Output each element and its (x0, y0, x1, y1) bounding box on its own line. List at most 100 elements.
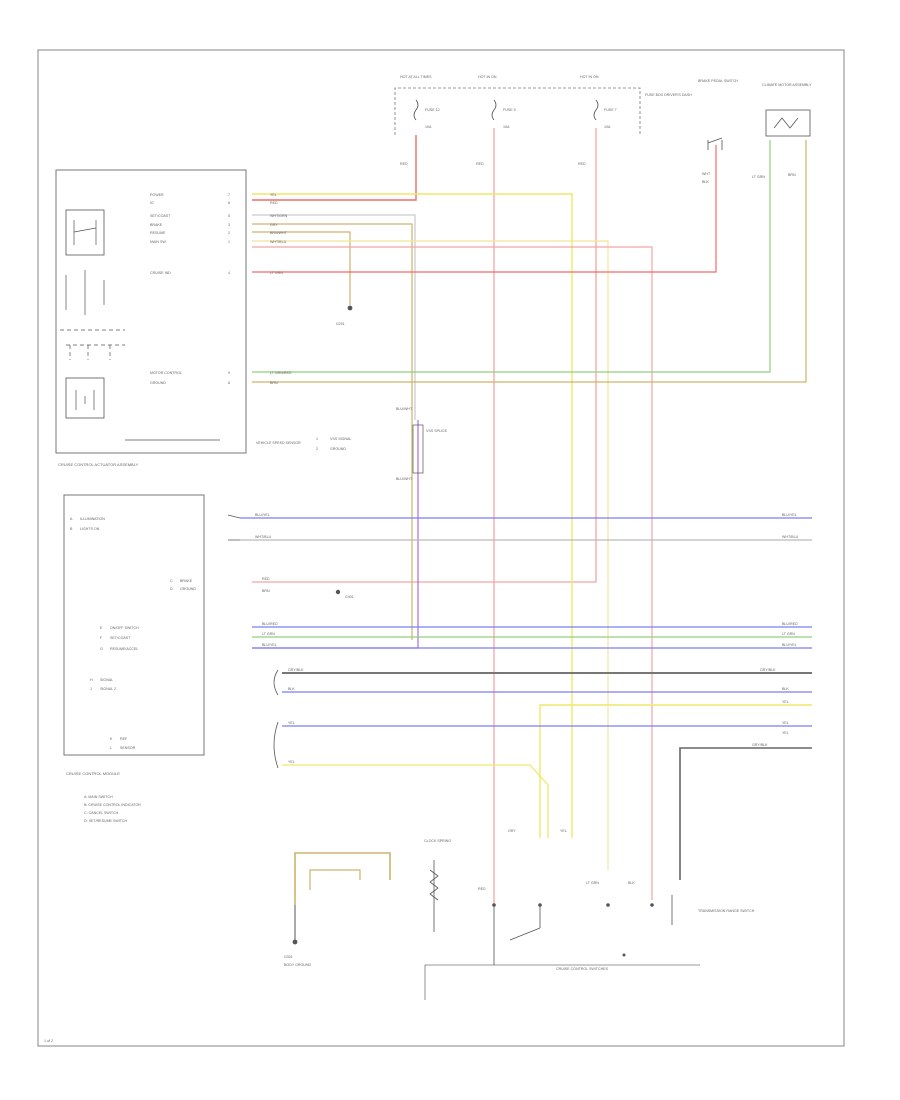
brake-pedal-switch: BRAKE PEDAL SWITCH WHT BLK (698, 79, 738, 184)
climate-motor: CLIMATE MOTOR ASSEMBLY LT GRN BRN (752, 83, 812, 179)
m2-pin-label-b: LIGHTS ON (80, 527, 100, 531)
m2-pin-b: B (70, 527, 73, 531)
module-2-pin-letters: A B C D E F G H J K L (70, 517, 173, 750)
m2-legend-2: B: CRUISE CONTROL INDICATOR (84, 803, 141, 807)
fuse-2-wire: RED (476, 162, 484, 166)
splice-connector (412, 424, 424, 474)
bottom-section: G301 BODY GROUND CLOCK SPRING CRUISE CON… (284, 829, 755, 1000)
terminal-3 (606, 903, 610, 907)
ground-g301-note: BODY GROUND (284, 963, 311, 967)
right-label-2: WHT/BLU (782, 535, 799, 539)
m2-pin-c: C (170, 579, 173, 583)
m2-pin-label-l: SENSOR (120, 746, 136, 750)
trs-label: TRANSMISSION RANGE SWITCH (698, 909, 755, 913)
m2-wire-c: RED (262, 577, 270, 581)
fuse-3-symbol (593, 99, 599, 121)
m2-wire-b: WHT/BLU (255, 535, 272, 539)
diagram-frame (37, 49, 845, 1047)
m1-wire-yel: YEL (270, 193, 277, 197)
ground-g301-label: G301 (284, 955, 293, 959)
fuse-2: HOT IN ON FUSE 5 10A RED (476, 75, 516, 166)
fuse-3: HOT IN ON FUSE 7 10A RED (578, 75, 617, 166)
wire-violet (252, 420, 419, 649)
m2-wire-h: GRY/BLK (288, 668, 304, 672)
fuse-2-hot-label: HOT IN ON (478, 75, 497, 79)
splice-side-text: VEHICLE SPEED SENSOR (256, 441, 301, 445)
module-1-wire-labels: YEL RED WHT/GRN GRY BRN/WHT WHT/BLU LT G… (270, 193, 292, 385)
m2-legend-1: A: MAIN SWITCH (84, 795, 113, 799)
ground-g201: G201 (336, 305, 353, 326)
fuse-1-hot-label: HOT AT ALL TIMES (400, 75, 432, 79)
module-1-relay-3 (60, 329, 125, 360)
wire-ground-bracket (294, 852, 391, 905)
m1-pin-label-resume: RESUME (150, 231, 166, 235)
splice-label: VSS SPLICE (426, 429, 448, 433)
m1-pin-6: 6 (228, 201, 230, 205)
m2-pin-label-e: ON/OFF SWITCH (110, 626, 139, 630)
module-1-pin-numbers: 7 6 5 3 2 1 4 9 8 (228, 193, 230, 385)
clock-spring-label: CLOCK SPRING (424, 839, 451, 843)
module-2-pin-labels: ILLUMINATION LIGHTS ON BRAKE GROUND ON/O… (80, 517, 196, 750)
wire-green-motor (252, 140, 771, 373)
module-2-box (63, 494, 205, 756)
switch-block-outline (424, 964, 700, 1000)
right-label-5: BLU/YEL (782, 643, 797, 647)
page-number: 1 of 2 (44, 1039, 53, 1043)
bottom-wire-3: RED (478, 887, 486, 891)
m1-pin-label-ig: IG (150, 201, 154, 205)
terminal-4 (650, 903, 654, 907)
splice-pin-1-label: VSS SIGNAL (330, 437, 351, 441)
m2-pin-label-a: ILLUMINATION (80, 517, 105, 521)
module-2-legend: A: MAIN SWITCH B: CRUISE CONTROL INDICAT… (84, 795, 141, 823)
m2-legend-4: D: SET/RESUME SWITCH (84, 819, 128, 823)
m1-pin-label-power: POWER (150, 193, 164, 197)
m2-pin-label-c: BRAKE (180, 579, 193, 583)
bottom-wire-2: YEL (560, 829, 567, 833)
clock-spring-symbol (429, 860, 439, 932)
switch-contact (509, 905, 541, 941)
fuse-3-hot-label: HOT IN ON (580, 75, 599, 79)
fuse-box-outline (394, 87, 641, 135)
fuse-2-symbol (491, 99, 497, 121)
terminal-5 (622, 953, 626, 957)
ground-g201-dot (347, 305, 353, 311)
fuse-1: HOT AT ALL TIMES FUSE 12 10A RED (400, 75, 440, 166)
m1-wire-wht-grn: WHT/GRN (270, 214, 288, 218)
wire-yellow-left-loop (282, 764, 549, 838)
right-label-4: LT GRN (782, 632, 795, 636)
fuse-1-wire: RED (400, 162, 408, 166)
climate-motor-label: CLIMATE MOTOR ASSEMBLY (762, 83, 812, 87)
right-label-8: YEL (782, 700, 789, 704)
module-2-name: CRUISE CONTROL MODULE (66, 771, 120, 776)
module-1-pin-labels: POWER IG SET/COAST BRAKE RESUME MAIN SW … (150, 193, 182, 385)
m2-pin-label-f: SET/COAST (110, 636, 131, 640)
module-1-relay-1-coil (73, 220, 97, 245)
m2-pin-l: L (110, 746, 112, 750)
fuse-2-amps: 10A (503, 125, 510, 129)
wire-red-fuse1 (252, 135, 417, 201)
fuse-box: HOT AT ALL TIMES FUSE 12 10A RED HOT IN … (394, 75, 692, 166)
terminal-2 (538, 903, 542, 907)
m1-wire-lt-grn-red: LT GRN/RED (270, 371, 292, 375)
right-label-1: BLU/YEL (782, 513, 797, 517)
m1-pin-7: 7 (228, 193, 230, 197)
m1-pin-9: 9 (228, 371, 230, 375)
module-1: POWER IG SET/COAST BRAKE RESUME MAIN SW … (55, 169, 292, 467)
fuse-3-wire: RED (578, 162, 586, 166)
right-edge-labels: BLU/YEL WHT/BLU BLU/RED LT GRN BLU/YEL G… (752, 513, 799, 747)
m2-pin-label-h: SIGNAL (100, 678, 113, 682)
m1-wire-brn-wht: BRN/WHT (270, 231, 288, 235)
wire-brake (252, 223, 413, 640)
bottom-wire-4: LT GRN (586, 881, 599, 885)
m2-pin-f: F (100, 636, 103, 640)
m2-wire-e: BLU/RED (262, 622, 278, 626)
m2-bracket-3 (273, 721, 279, 769)
right-label-3: BLU/RED (782, 622, 798, 626)
wires (240, 128, 812, 940)
m1-pin-label-cruise-ind: CRUISE IND (150, 271, 171, 275)
ground-g201-label: G201 (336, 322, 345, 326)
wire-gray-bottom (679, 747, 812, 880)
m2-bracket-1 (227, 514, 241, 541)
splice-upper-wire: BLU/WHT (396, 407, 413, 411)
fuse-3-name: FUSE 7 (604, 108, 617, 112)
